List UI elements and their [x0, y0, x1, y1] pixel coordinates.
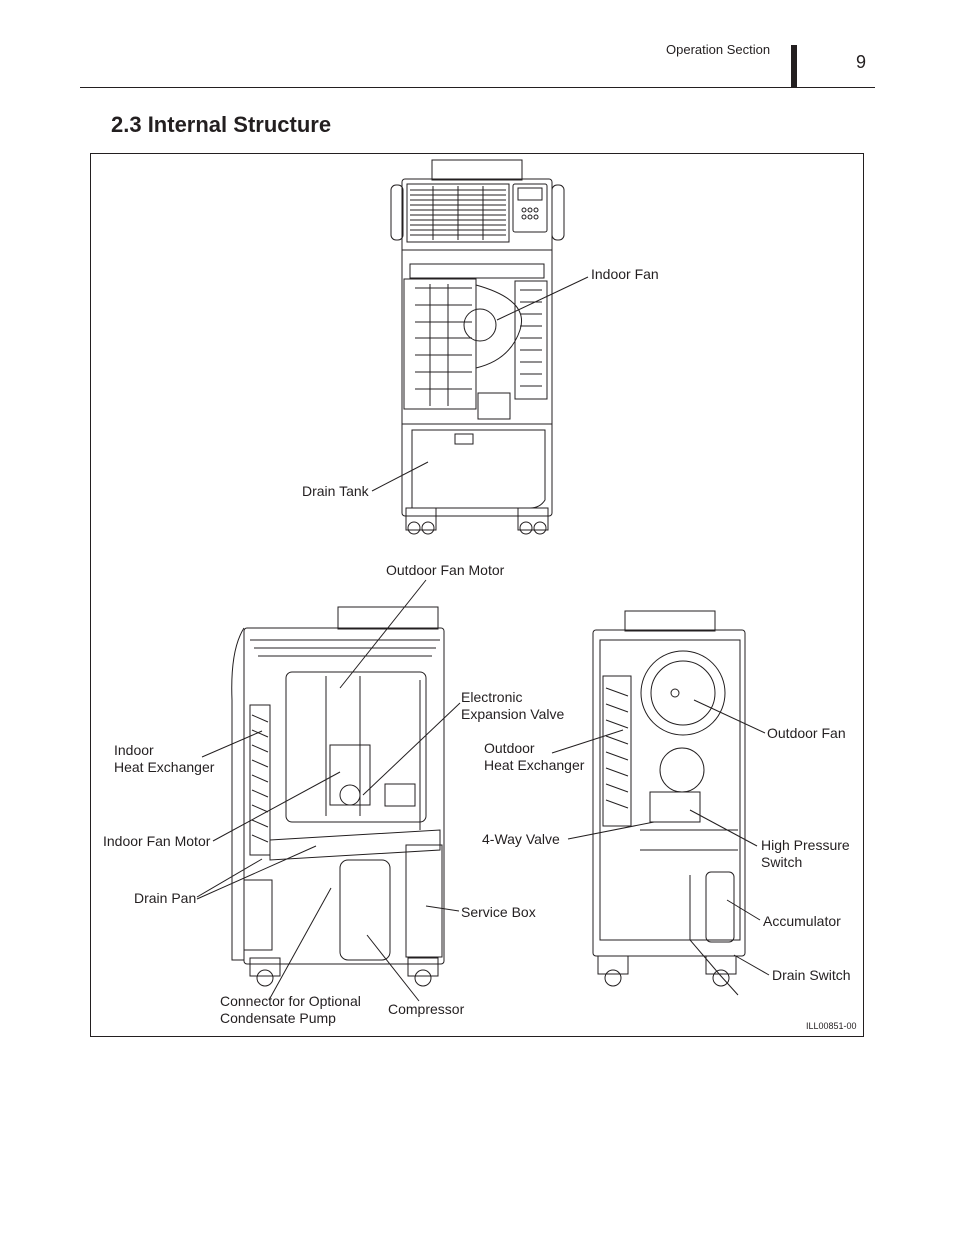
label-electronic-expansion-valve-line1: Electronic: [461, 689, 523, 705]
label-four-way-valve: 4-Way Valve: [482, 831, 560, 847]
leader-drain-pan-a: [196, 858, 263, 898]
leader-accumulator: [726, 899, 761, 921]
label-indoor-fan-motor: Indoor Fan Motor: [103, 833, 211, 849]
rear-view-unit: [592, 610, 746, 996]
leader-electronic-expansion-valve: [362, 702, 461, 796]
label-service-box: Service Box: [461, 904, 536, 920]
side-view-unit: [231, 606, 445, 987]
label-indoor-fan: Indoor Fan: [591, 266, 659, 282]
leader-indoor-fan-motor: [212, 771, 341, 842]
leader-outdoor-fan: [693, 699, 766, 734]
leader-indoor-fan: [496, 276, 589, 321]
front-view-unit: [390, 159, 565, 535]
leader-drain-pan-b: [196, 845, 317, 900]
label-electronic-expansion-valve-line2: Expansion Valve: [461, 706, 565, 722]
header-bar: [791, 45, 797, 88]
leader-drain-tank: [371, 461, 429, 492]
leader-four-way-valve: [567, 821, 655, 840]
section-title: 2.3 Internal Structure: [111, 112, 332, 137]
leader-service-box: [425, 905, 460, 912]
label-outdoor-heat-exchanger-line2: Heat Exchanger: [484, 757, 585, 773]
leader-connector: [268, 887, 332, 1001]
leader-compressor: [366, 934, 420, 1002]
label-indoor-heat-exchanger-line2: Heat Exchanger: [114, 759, 215, 775]
label-high-pressure-switch-line1: High Pressure: [761, 837, 850, 853]
label-accumulator: Accumulator: [763, 913, 841, 929]
leader-drain-switch: [733, 954, 770, 976]
label-compressor: Compressor: [388, 1001, 465, 1017]
leader-high-pressure-switch: [689, 809, 758, 847]
figure-frame: [90, 153, 864, 1037]
label-outdoor-fan: Outdoor Fan: [767, 725, 846, 741]
label-connector-line2: Condensate Pump: [220, 1010, 336, 1026]
leader-outdoor-heat-exchanger: [551, 729, 624, 754]
figure-id: ILL00851-00: [806, 1021, 857, 1031]
label-outdoor-heat-exchanger-line1: Outdoor: [484, 740, 535, 756]
label-drain-switch: Drain Switch: [772, 967, 851, 983]
leader-outdoor-fan-motor: [339, 579, 427, 689]
label-drain-pan: Drain Pan: [134, 890, 197, 906]
label-connector-line1: Connector for Optional: [220, 993, 361, 1009]
label-high-pressure-switch-line2: Switch: [761, 854, 803, 870]
header-rule: [80, 87, 875, 88]
label-indoor-heat-exchanger-line1: Indoor: [114, 742, 154, 758]
leader-indoor-heat-exchanger: [201, 730, 263, 758]
page-number: 9: [856, 52, 867, 72]
label-drain-tank: Drain Tank: [302, 483, 369, 499]
label-outdoor-fan-motor: Outdoor Fan Motor: [386, 562, 505, 578]
callout-leaders: [196, 276, 770, 1002]
header-section-name: Operation Section: [666, 42, 771, 57]
